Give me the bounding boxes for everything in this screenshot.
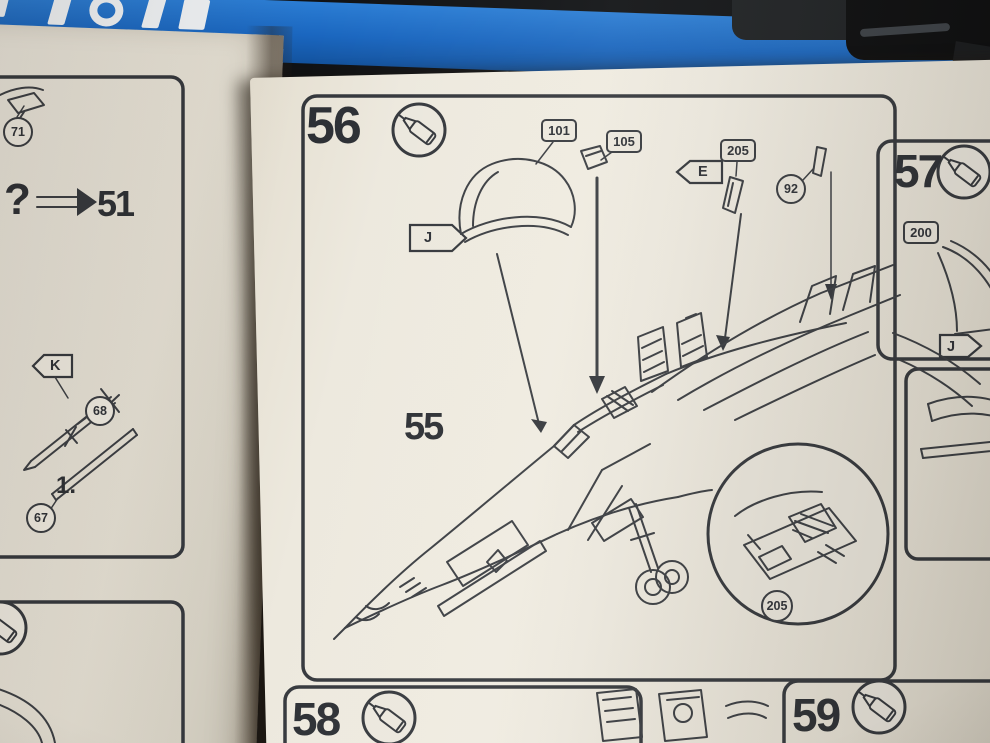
flag-j-label: J (424, 230, 433, 246)
step-58-number: 58 (292, 693, 341, 743)
inset-part-badge-205: 205 (761, 590, 793, 622)
cover-letter-fragment (178, 0, 211, 30)
cover-letter-fragment (47, 0, 73, 26)
flag-k-label: K (50, 358, 61, 374)
cover-letter-fragment (141, 0, 167, 29)
question-mark-symbol: ? (4, 175, 31, 224)
part-badge-200: 200 (903, 221, 939, 244)
part-badge-205: 205 (720, 139, 756, 162)
fuselage-part-label-55: 55 (404, 406, 444, 448)
part-badge-101: 101 (541, 119, 577, 142)
part-badge-92: 92 (776, 174, 806, 204)
flag-e-label: E (698, 164, 708, 180)
cover-letter-fragment (88, 0, 124, 28)
part-badge-68: 68 (85, 396, 115, 426)
part-badge-71: 71 (3, 117, 33, 147)
substep-1-label: 1. (56, 472, 77, 499)
flag-j2-label: J (947, 339, 956, 355)
goto-step-51: 51 (97, 183, 135, 224)
step-56-number: 56 (306, 97, 362, 155)
part-badge-105: 105 (606, 130, 642, 153)
step-59-number: 59 (792, 689, 841, 741)
cover-letter-fragment (0, 0, 11, 17)
right-page (250, 59, 990, 743)
step-57-number: 57 (894, 145, 943, 197)
part-badge-67: 67 (26, 503, 56, 533)
